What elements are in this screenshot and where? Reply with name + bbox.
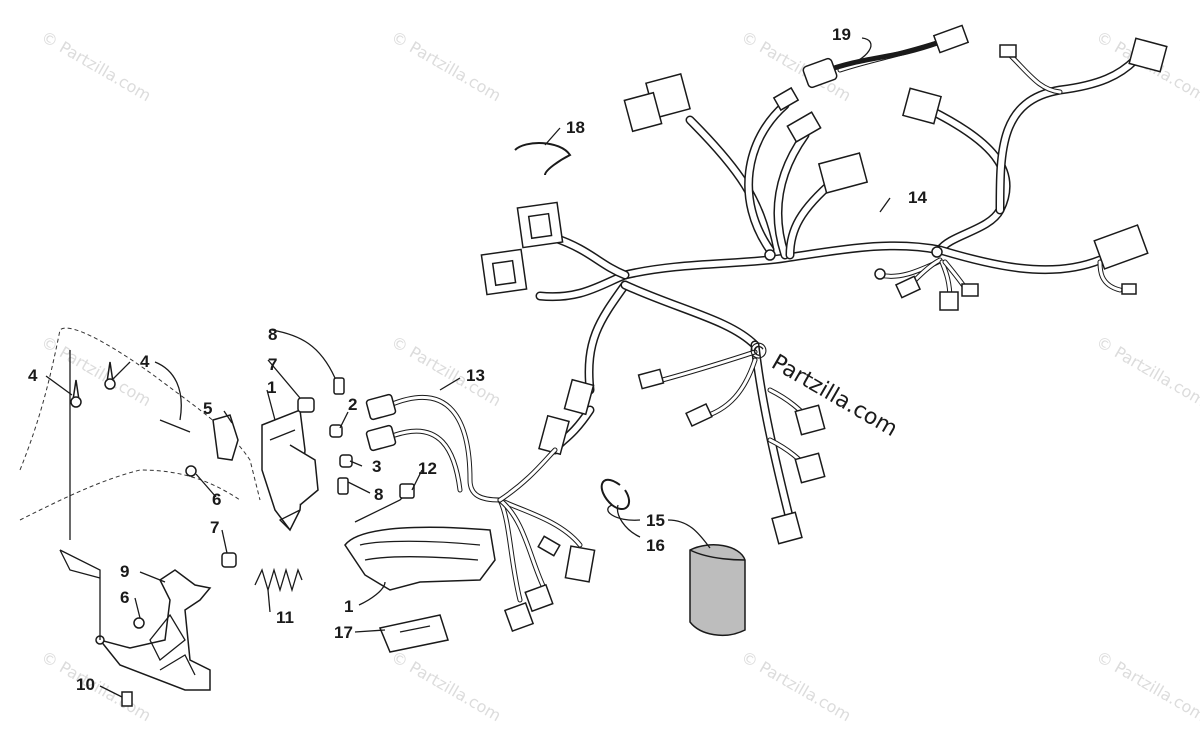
headlight-assembly[interactable] <box>261 408 319 532</box>
callout-16: 16 <box>646 536 665 555</box>
decal-card[interactable] <box>378 614 449 653</box>
harness-connector <box>771 404 826 545</box>
callout-8: 8 <box>374 485 383 504</box>
headlight-assembly[interactable] <box>344 526 496 591</box>
harness-connector <box>902 87 942 125</box>
watermark: © Partzilla.com <box>738 647 854 725</box>
harness-connector <box>772 86 822 143</box>
callout-6: 6 <box>120 588 129 607</box>
hardware[interactable] <box>70 361 415 707</box>
callout-3: 3 <box>372 457 381 476</box>
callout-14: 14 <box>908 188 927 207</box>
leader-lines <box>45 37 891 698</box>
callout-10: 10 <box>76 675 95 694</box>
callout-19: 19 <box>832 25 851 44</box>
callout-1: 1 <box>344 597 353 616</box>
callout-11: 11 <box>276 608 294 627</box>
callout-9: 9 <box>120 562 129 581</box>
callout-17: 17 <box>334 623 353 642</box>
harness-connector <box>1093 224 1149 270</box>
windshield-outline <box>19 327 261 640</box>
harness-connector <box>516 201 564 249</box>
harness-junction <box>931 246 943 258</box>
callout-6: 6 <box>212 490 221 509</box>
callout-4: 4 <box>140 352 150 371</box>
main-wiring-harness[interactable] <box>480 37 1168 545</box>
sub-harness[interactable] <box>802 24 1017 89</box>
watermark: © Partzilla.com <box>1093 647 1200 725</box>
callout-15: 15 <box>646 511 665 530</box>
mounting-bracket[interactable] <box>95 569 212 691</box>
protective-sleeve[interactable] <box>689 544 746 637</box>
callout-13: 13 <box>466 366 485 385</box>
callout-18: 18 <box>566 118 585 137</box>
callout-5: 5 <box>203 399 212 418</box>
watermark: © Partzilla.com <box>38 332 154 410</box>
harness-junction <box>764 249 776 261</box>
callout-labels: 1 1 2 3 4 4 5 6 6 7 7 8 8 9 10 11 12 13 … <box>28 25 927 694</box>
callout-4: 4 <box>28 366 38 385</box>
callout-1: 1 <box>267 378 276 397</box>
callout-8: 8 <box>268 325 277 344</box>
callout-7: 7 <box>210 518 219 537</box>
harness-connector <box>480 248 528 296</box>
callout-12: 12 <box>418 459 437 478</box>
harness-connector <box>1128 37 1168 73</box>
hose-clamp[interactable] <box>600 478 631 510</box>
watermark: © Partzilla.com <box>388 647 504 725</box>
harness-connector <box>538 378 595 456</box>
callout-2: 2 <box>348 395 357 414</box>
harness-connector <box>817 152 869 194</box>
watermark: © Partzilla.com <box>388 27 504 105</box>
watermark: © Partzilla.com <box>38 27 154 105</box>
harness-connector <box>637 268 1137 427</box>
bracket-5 <box>212 414 239 461</box>
harness-clip[interactable] <box>514 142 572 176</box>
headlight-harness[interactable] <box>365 393 596 633</box>
watermark-layer: © Partzilla.com © Partzilla.com © Partzi… <box>38 27 1200 725</box>
harness-connector <box>623 73 691 133</box>
watermark: © Partzilla.com <box>1093 332 1200 410</box>
callout-7: 7 <box>268 355 277 374</box>
